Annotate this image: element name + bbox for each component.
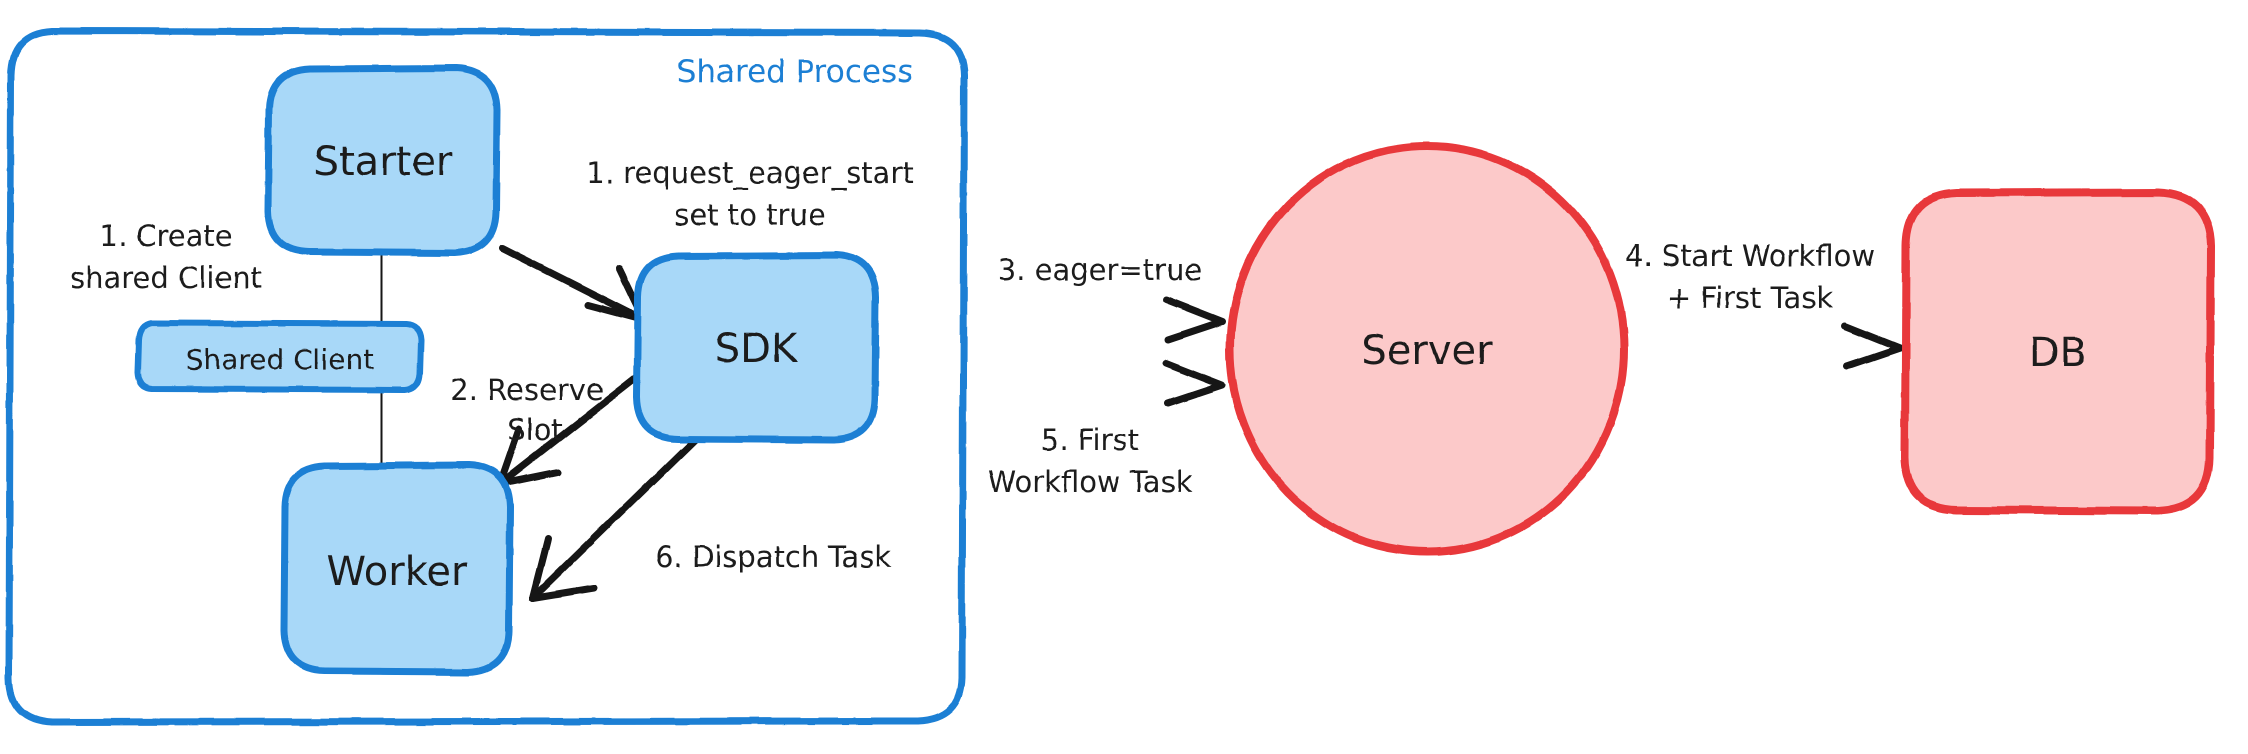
edge-label-start-workflow-line2: + First Task (1667, 281, 1834, 315)
node-worker[interactable]: Worker (280, 461, 514, 676)
edge-client-to-worker (378, 387, 385, 469)
edge-label-first-workflow-task-line1: 5. First (1041, 423, 1139, 457)
edge-create-shared-client (378, 250, 385, 330)
shared-process-label: Shared Process (677, 54, 914, 90)
edge-label-dispatch-task: 6. Dispatch Task (655, 540, 891, 574)
node-shared-client-shape (135, 320, 424, 393)
edge-label-eager-true: 3. eager=true (998, 253, 1203, 287)
node-server-shape (1226, 142, 1628, 556)
node-db[interactable]: DB (1901, 188, 2215, 515)
node-starter-shape (264, 64, 501, 257)
edge-first-workflow-task (875, 359, 1226, 407)
node-worker-label: Worker (327, 549, 468, 595)
edge-label-create-shared-client-line2: shared Client (70, 261, 262, 295)
edge-reserve-slot (496, 369, 646, 488)
node-server-label: Server (1361, 328, 1493, 374)
edge-label-request-eager-start: 1. request_eager_start set to true (586, 156, 913, 232)
edge-start-workflow-arrowhead (1841, 322, 1904, 370)
edge-label-start-workflow: 4. Start Workflow + First Task (1625, 239, 1875, 315)
node-sdk-shape (633, 251, 880, 444)
node-shared-client-label: Shared Client (186, 343, 375, 376)
edge-label-create-shared-client: 1. Create shared Client (70, 219, 262, 295)
group-shared-process[interactable]: Shared Process (5, 27, 968, 726)
edge-eager-true (875, 296, 1226, 344)
edge-eager-true-arrowhead (1162, 296, 1226, 344)
edge-start-workflow (1630, 322, 1904, 370)
edge-label-first-workflow-task: 5. First Workflow Task (988, 423, 1193, 499)
node-server[interactable]: Server (1226, 142, 1628, 556)
node-db-label: DB (2029, 330, 2087, 376)
edge-label-dispatch-task-line1: 6. Dispatch Task (655, 540, 891, 574)
edge-dispatch-task-line (529, 436, 699, 602)
edge-dispatch-task (529, 436, 699, 602)
edge-request-eager-start-line (498, 244, 648, 324)
edge-label-start-workflow-line1: 4. Start Workflow (1625, 239, 1875, 273)
node-starter[interactable]: Starter (264, 64, 501, 257)
edge-label-eager-true-line1: 3. eager=true (998, 253, 1203, 287)
edge-first-workflow-task-arrowhead (1162, 359, 1226, 407)
edge-dispatch-task-arrowhead (529, 535, 598, 602)
edge-label-request-eager-start-line2: set to true (674, 198, 825, 232)
edge-create-shared-client-line (378, 250, 385, 330)
edge-label-reserve-slot: 2. Reserve Slot (450, 373, 603, 447)
node-sdk[interactable]: SDK (633, 251, 880, 444)
edge-request-eager-start (498, 244, 648, 324)
edge-label-reserve-slot-line1: 2. Reserve (450, 373, 603, 407)
shared-process-border (5, 27, 968, 726)
edge-reserve-slot-line (496, 369, 646, 488)
edge-client-to-worker-line (378, 387, 385, 469)
edge-label-create-shared-client-line1: 1. Create (99, 219, 232, 253)
edge-label-reserve-slot-line2: Slot (507, 413, 563, 447)
edge-label-request-eager-start-line1: 1. request_eager_start (586, 156, 913, 190)
node-starter-label: Starter (314, 139, 453, 185)
node-db-shape (1901, 188, 2215, 515)
edge-label-first-workflow-task-line2: Workflow Task (988, 465, 1193, 499)
edge-reserve-slot-arrowhead (496, 425, 562, 488)
node-worker-shape (280, 461, 514, 676)
node-shared-client[interactable]: Shared Client (135, 320, 424, 393)
node-sdk-label: SDK (715, 326, 799, 372)
